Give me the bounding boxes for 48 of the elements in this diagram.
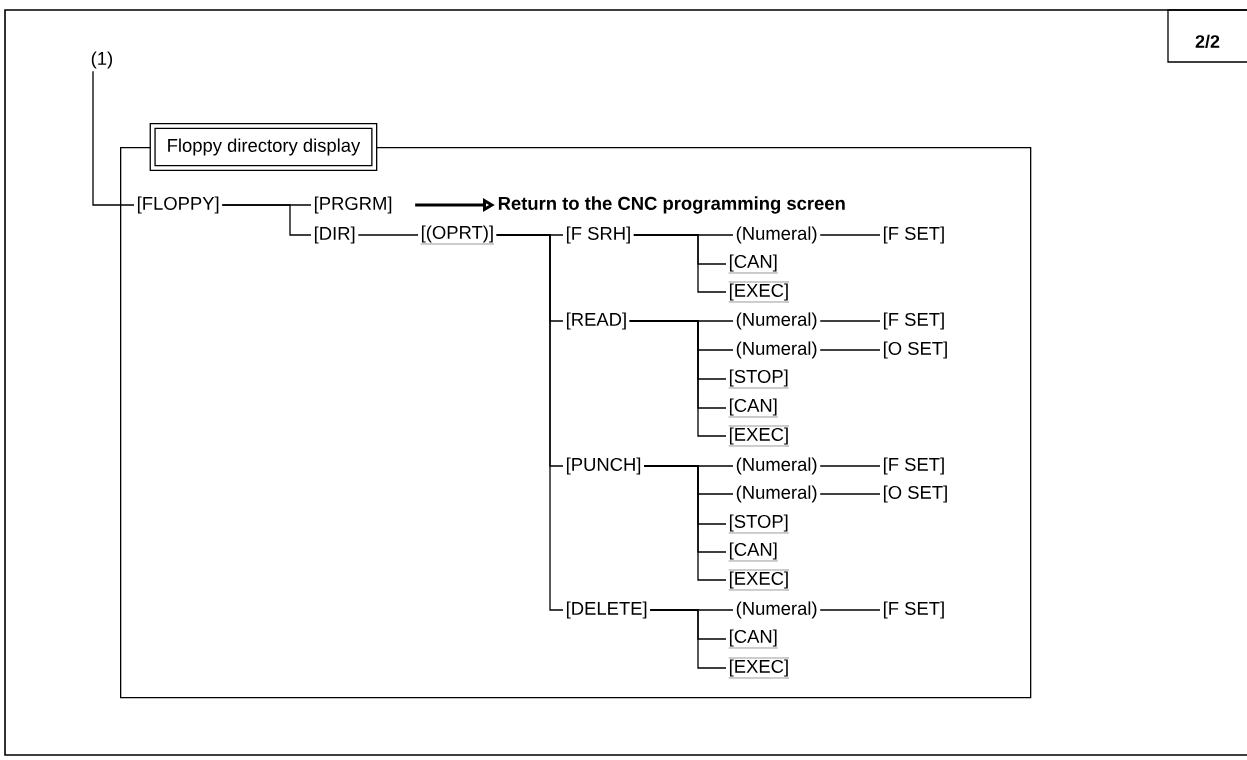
tree-connector bbox=[221, 204, 312, 236]
callout-number: (1) bbox=[91, 51, 113, 69]
key-label: [PRGRM] bbox=[314, 196, 392, 214]
key-label: [O SET] bbox=[883, 485, 947, 503]
key-label: [CAN] bbox=[728, 254, 778, 274]
key-label: [F SRH] bbox=[566, 226, 630, 244]
key-label: [CAN] bbox=[728, 629, 778, 649]
key-label: [FLOPPY] bbox=[137, 196, 219, 214]
tree-connector bbox=[643, 465, 727, 581]
description-text: Return to the CNC programming screen bbox=[498, 196, 845, 214]
key-label: (Numeral) bbox=[736, 341, 817, 359]
key-label: [EXEC] bbox=[728, 569, 790, 591]
key-label: [O SET] bbox=[883, 341, 947, 359]
key-label: (Numeral) bbox=[736, 312, 817, 330]
heading-box: Floppy directory display bbox=[149, 122, 378, 172]
tree-connector bbox=[629, 320, 727, 437]
key-label: [CAN] bbox=[728, 398, 778, 418]
tree-connector bbox=[819, 349, 881, 351]
key-label: [F SET] bbox=[883, 312, 944, 330]
key-label: [CAN] bbox=[728, 542, 778, 562]
tree-connector bbox=[819, 493, 881, 495]
tree-connector bbox=[819, 320, 881, 322]
key-label: (Numeral) bbox=[736, 457, 817, 475]
key-label: [F SET] bbox=[883, 457, 944, 475]
leader-line bbox=[92, 70, 135, 206]
key-label: [STOP] bbox=[728, 514, 789, 534]
key-label: (Numeral) bbox=[736, 226, 817, 244]
tree-connector bbox=[496, 234, 564, 611]
key-label: [EXEC] bbox=[728, 657, 790, 679]
key-label: (Numeral) bbox=[736, 601, 817, 619]
tree-connector bbox=[819, 609, 881, 611]
key-label: [DIR] bbox=[314, 226, 355, 244]
key-label: [PUNCH] bbox=[566, 457, 641, 475]
key-label: (Numeral) bbox=[736, 485, 817, 503]
tree-connector bbox=[819, 234, 881, 236]
key-label: [EXEC] bbox=[728, 281, 790, 303]
key-label: [STOP] bbox=[728, 369, 789, 389]
page-number-box: 2/2 bbox=[1167, 9, 1247, 63]
tree-connector bbox=[357, 234, 419, 236]
tree-connector bbox=[819, 465, 881, 467]
tree-connector bbox=[649, 609, 727, 669]
tree-connector bbox=[633, 234, 727, 293]
key-label: [READ] bbox=[566, 312, 626, 330]
key-label: [F SET] bbox=[883, 226, 944, 244]
key-label: [F SET] bbox=[883, 601, 944, 619]
key-label: [(OPRT)] bbox=[420, 225, 495, 245]
key-label: [DELETE] bbox=[566, 601, 647, 619]
key-label: [EXEC] bbox=[728, 425, 790, 447]
